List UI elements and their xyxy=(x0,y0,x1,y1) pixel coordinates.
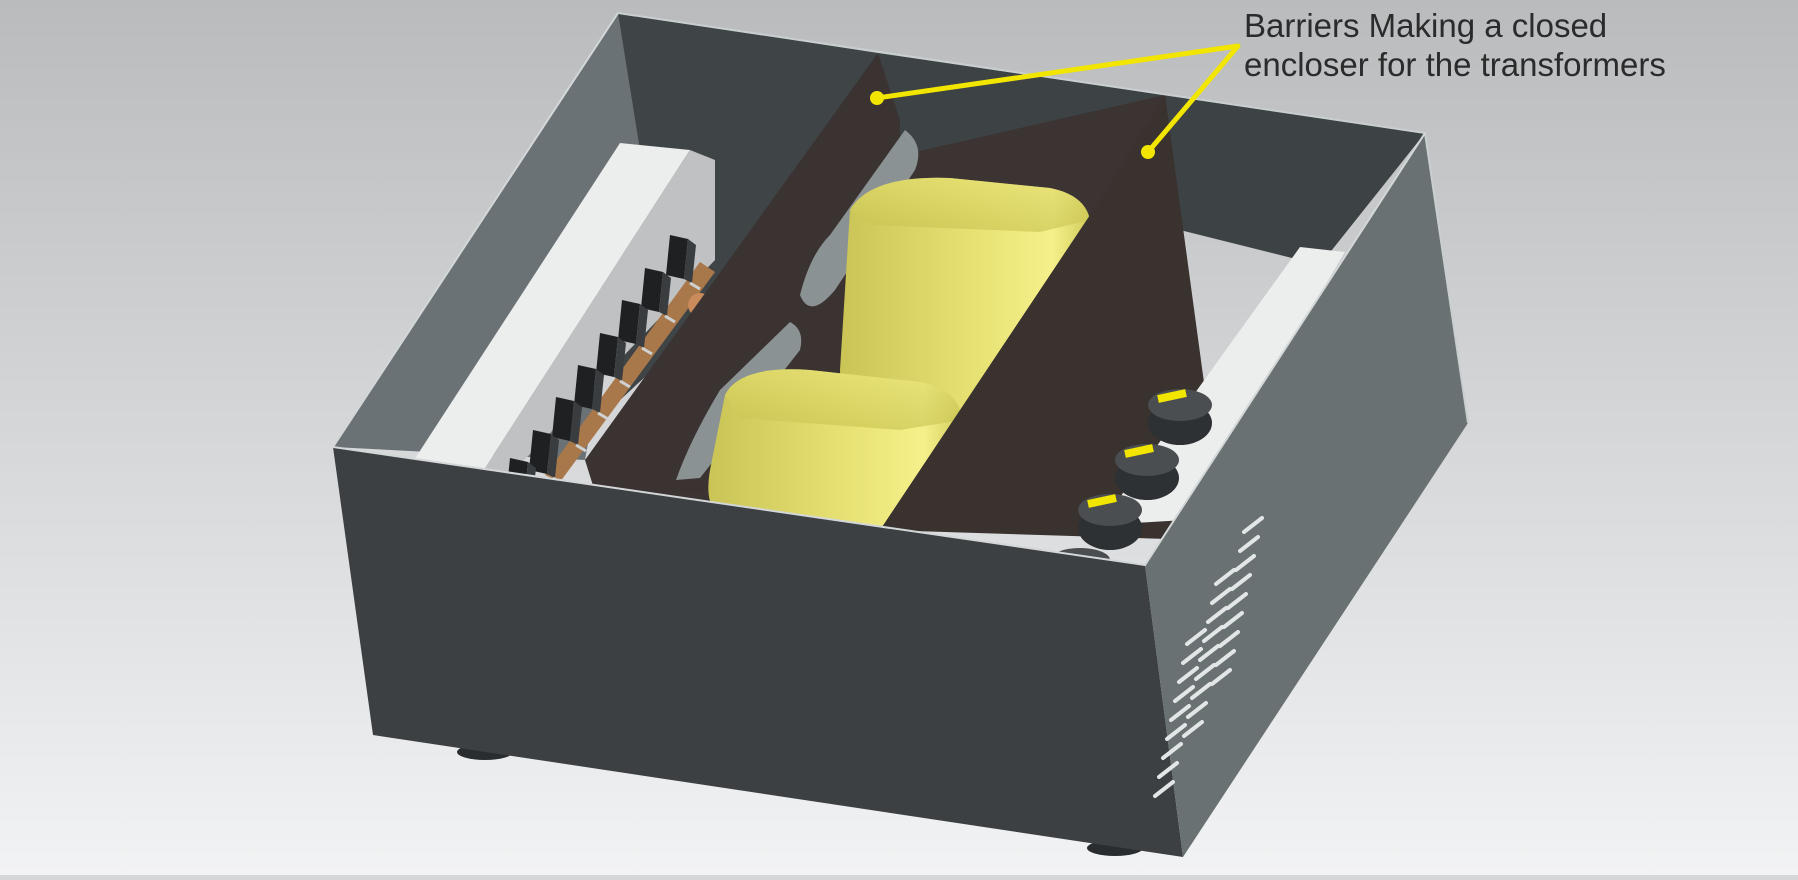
vent-slot-icon xyxy=(1222,611,1244,629)
enclosure-front-panel xyxy=(333,447,1183,857)
mosfet-icon xyxy=(574,365,609,421)
callout-dot-left xyxy=(870,91,884,105)
vent-slot-icon xyxy=(1214,649,1236,667)
callout-dot-right xyxy=(1141,145,1155,159)
vent-slot-icon xyxy=(1182,720,1204,738)
mosfet-icon xyxy=(641,268,676,324)
transformer-lower-top xyxy=(725,369,962,430)
vent-slot-icon xyxy=(1230,573,1252,591)
barrier-right xyxy=(880,95,1205,540)
vent-slot-icon xyxy=(1157,761,1179,779)
capacitor-icon xyxy=(1148,389,1212,445)
vent-slot-icon xyxy=(1181,647,1203,665)
vent-slot-icon xyxy=(1210,587,1232,605)
vent-slot-icon xyxy=(1214,568,1236,586)
vent-slot-icon xyxy=(1173,685,1195,703)
callout-leader xyxy=(876,43,1241,154)
vent-slot-icon xyxy=(1226,592,1248,610)
enclosure-right-panel xyxy=(1145,133,1468,857)
vent-slot-icon xyxy=(1186,701,1208,719)
vent-slot-icon xyxy=(1206,606,1228,624)
vent-slot-icon xyxy=(1202,625,1224,643)
vent-slot-icon xyxy=(1238,535,1260,553)
vent-slot-icon xyxy=(1218,630,1240,648)
vent-slot-icon xyxy=(1198,644,1220,662)
mosfet-icon xyxy=(552,397,587,453)
mosfet-icon xyxy=(596,333,631,389)
vent-slot-icon xyxy=(1194,663,1216,681)
annotation-label: Barriers Making a closed encloser for th… xyxy=(1244,6,1666,84)
vent-slot-icon xyxy=(1161,742,1183,760)
right-component-group xyxy=(1050,389,1212,572)
vent-slot-icon xyxy=(1210,668,1232,686)
annotation-line-1: Barriers Making a closed xyxy=(1244,7,1608,44)
vent-slot-icon xyxy=(1177,666,1199,684)
left-pcb xyxy=(545,262,715,482)
enclosure-top-edge xyxy=(331,12,1426,567)
vent-slot-icon xyxy=(1153,780,1175,798)
vent-slot-icon xyxy=(1234,554,1256,572)
left-heatsink xyxy=(414,143,690,468)
mosfet-icon xyxy=(618,300,653,356)
left-heatsink-side xyxy=(485,150,715,475)
vent-slot-icon xyxy=(1169,704,1191,722)
vent-slot-icon xyxy=(1185,628,1207,646)
annotation-line-2: encloser for the transformers xyxy=(1244,46,1666,83)
capacitor-icon xyxy=(1115,444,1179,500)
vent-group xyxy=(1153,516,1264,798)
capacitor-icon xyxy=(1078,494,1142,550)
transformer-upper-top xyxy=(850,177,1090,232)
vent-slot-icon xyxy=(1165,723,1187,741)
mosfet-icon xyxy=(666,235,701,291)
vent-slot-icon xyxy=(1190,682,1212,700)
vent-slot-icon xyxy=(1242,516,1264,534)
